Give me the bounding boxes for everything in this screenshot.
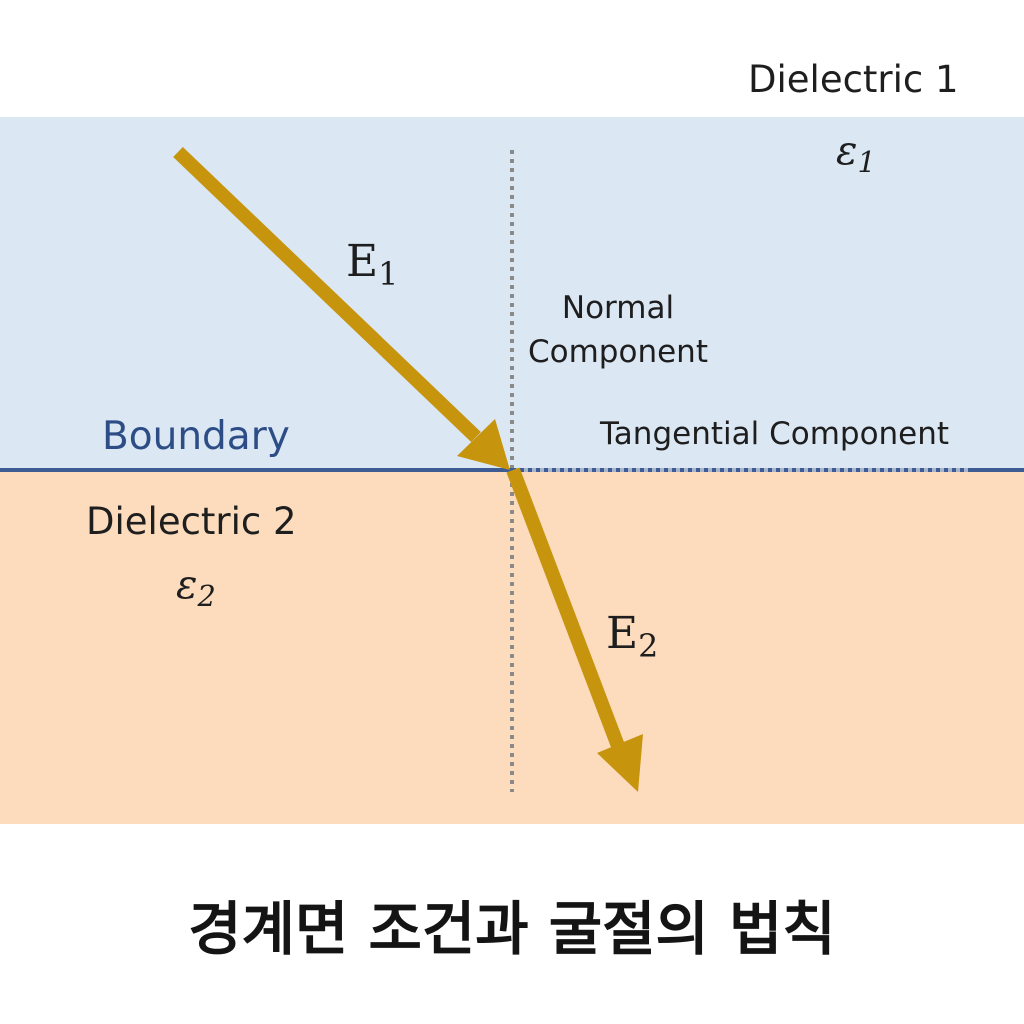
epsilon-2-subscript: 2 bbox=[197, 579, 216, 614]
field-e2-symbol: E bbox=[606, 608, 639, 659]
field-e2-arrowhead bbox=[597, 734, 643, 792]
tangential-component-label: Tangential Component bbox=[600, 416, 950, 452]
field-e2-subscript: 2 bbox=[638, 628, 659, 665]
dielectric-1-label: Dielectric 1 bbox=[748, 58, 959, 101]
page-title: 경계면 조건과 굴절의 법칙 bbox=[188, 895, 836, 963]
normal-component-line1: Normal bbox=[561, 290, 675, 326]
boundary-label: Boundary bbox=[102, 414, 290, 459]
field-e1-arrow bbox=[173, 146, 481, 443]
epsilon-1-label: ε1 bbox=[836, 128, 876, 179]
field-e1-symbol: E bbox=[346, 236, 379, 287]
epsilon-2-label: ε2 bbox=[176, 562, 216, 613]
dielectric-2-label: Dielectric 2 bbox=[86, 500, 297, 543]
field-e1-subscript: 1 bbox=[378, 256, 399, 293]
field-e2-arrow bbox=[506, 467, 625, 749]
epsilon-1-symbol: ε bbox=[836, 128, 858, 174]
epsilon-1-subscript: 1 bbox=[857, 145, 876, 180]
field-e2-label: E2 bbox=[606, 608, 658, 665]
epsilon-2-symbol: ε bbox=[176, 562, 198, 608]
field-e1-label: E1 bbox=[346, 236, 398, 293]
field-e1-arrowhead bbox=[457, 419, 510, 470]
normal-component-line2: Component bbox=[528, 334, 708, 370]
normal-component-label: Normal Component bbox=[528, 286, 708, 374]
